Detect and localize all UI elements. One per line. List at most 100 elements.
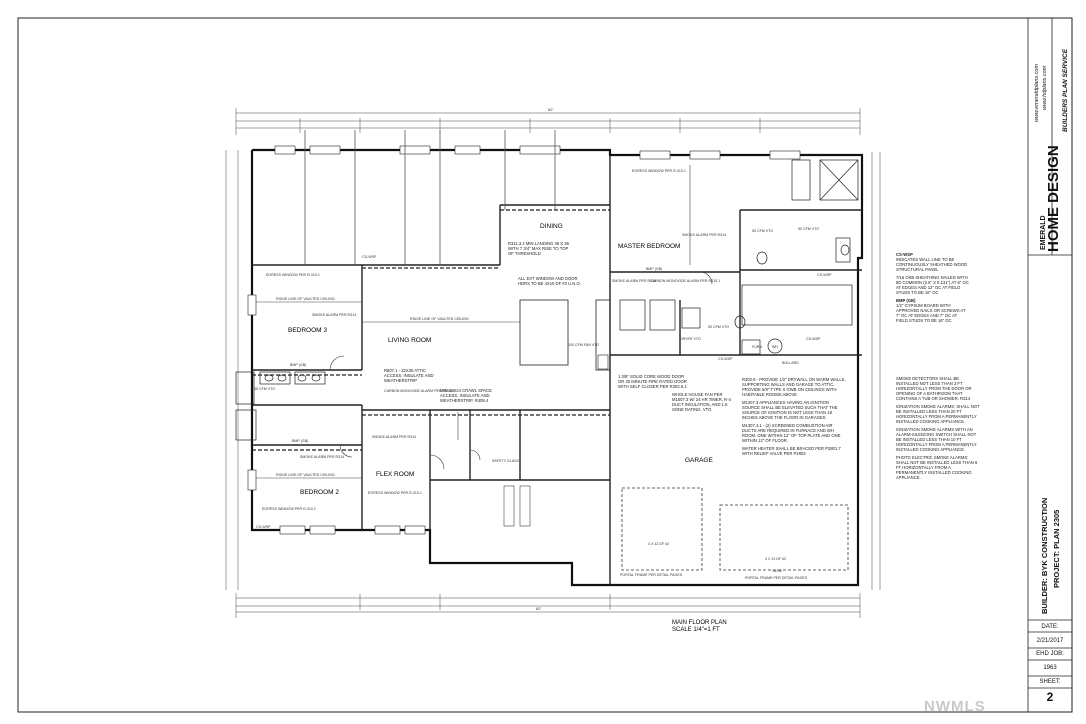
kitchen-counter xyxy=(595,299,611,371)
label-cs-wsp-4: CS-WSP xyxy=(718,357,733,361)
company-service: BUILDERS PLAN SERVICE xyxy=(1062,48,1069,132)
overall-dimension-top: 62' xyxy=(548,107,553,112)
note-whole-house-fan: WHOLE HOUSE FAN PER M1507.3 W/ 24 HR TIM… xyxy=(672,392,731,412)
note-door: 1 3/8" SOLID CORE WOOD DOOR OR 20 MINUTE… xyxy=(618,374,687,389)
label-bmp-gb-2: BMP (GB) xyxy=(290,363,306,367)
note-attic-access: R807.1 - 22X30 ATTIC ACCESS, INSULATE AN… xyxy=(384,368,434,383)
note-sheathing: 7/16 OSB SHEATHING NAILED WITH 8D COMMON… xyxy=(896,275,969,295)
note-combustion: M1307.4.1 - (2) SCREENED COMBUSTION AIR … xyxy=(742,423,841,443)
sheet-number: 2 xyxy=(1046,690,1054,704)
dimension-lines-bottom xyxy=(235,593,861,618)
label-portal-frame-left: PORTAL FRAME PER DETAIL PAGES xyxy=(620,573,683,577)
sheet-label: SHEET: xyxy=(1039,679,1061,685)
laundry-fixtures xyxy=(619,299,783,355)
label-ridge-br2: RIDGE LINE OF VAULTED CEILING xyxy=(276,473,335,477)
doors xyxy=(329,271,713,470)
company-line2: HOME DESIGN xyxy=(1045,145,1062,252)
label-portal-frame-right: PORTAL FRAME PER DETAIL PAGES xyxy=(745,576,808,580)
label-cfm-vto-master: 50 CFM VTO xyxy=(752,229,773,233)
note-ionization-silencing: IONIZATION SMOKE ALARMS WITH AN ALARM-SI… xyxy=(896,427,977,452)
note-cs-wsp-body: INDICATES WALL LINE TO BE CONTINUOUSLY S… xyxy=(896,257,968,272)
note-bmp-body: 1/2" GYPSUM BOARD WITH APPROVED NAILS OR… xyxy=(896,303,966,323)
note-photo-electric: PHOTO ELECTRIC SMOKE ALARMS: SHALL NOT B… xyxy=(896,455,978,480)
room-bedroom-2: BEDROOM 2 xyxy=(300,489,339,496)
label-smoke-alarm-laundry: SMOKE ALARM PER R314 xyxy=(612,279,656,283)
label-garage-door-width: 16'/08 xyxy=(772,569,782,573)
label-egress-window-br2: EGRESS WINDOW PER R-310.1 xyxy=(262,507,316,511)
date-value: 2/21/2017 xyxy=(1036,638,1064,644)
garage-doors xyxy=(621,487,849,571)
label-bmp-gb-1: BMP (GB) xyxy=(646,267,662,271)
room-garage: GARAGE xyxy=(685,457,713,464)
title-block-frame xyxy=(1027,17,1073,713)
overall-dimension-bottom: 62' xyxy=(536,606,541,611)
label-carbon-monoxide-living: CARBON MONOXIDE ALARM PER R315.1 xyxy=(384,389,454,393)
notes-smoke: SMOKE DETECTORS SHALL BE INSTALLED NOT L… xyxy=(896,376,980,480)
ceiling-framing xyxy=(304,130,556,265)
label-smoke-alarm-flex: SMOKE ALARM PER R314 xyxy=(372,435,416,439)
note-water-heater: WATER HEATER SHALL BE BRACED PER P2801.7… xyxy=(742,446,841,456)
label-cs-wsp-5: CS-WSP xyxy=(256,525,271,529)
label-safety-glass: SAFETY GLASS xyxy=(492,459,519,463)
bathroom-fixtures xyxy=(235,159,859,441)
note-window-door: ALL EXT WINDOW AND DOOR HDRS TO BE 4X10 … xyxy=(518,276,581,286)
label-egress-window-flex: EGRESS WINDOW PER R-310.1 xyxy=(368,491,422,495)
label-cs-wsp-3: CS-WSP xyxy=(806,337,821,341)
label-dryer-vto: DRYER VTO xyxy=(680,337,701,341)
nwmls-watermark: NWMLS xyxy=(924,698,986,715)
note-landing: R311.3.2 MIN LANDING 36 X 36 WITH 7 3/4"… xyxy=(508,241,569,256)
job-value: 1963 xyxy=(1043,665,1057,671)
note-crawl-access: MIN 18X24 CRAWL SPACE ACCESS, INSULATE A… xyxy=(440,388,492,403)
note-cs-wsp-title: CS-WSP xyxy=(896,252,913,257)
room-living-room: LIVING ROOM xyxy=(388,337,431,344)
room-bedroom-3: BEDROOM 3 xyxy=(288,327,327,334)
note-smoke-detectors: SMOKE DETECTORS SHALL BE INSTALLED NOT L… xyxy=(896,376,972,401)
label-smoke-alarm-br3: SMOKE ALARM PER R314 xyxy=(312,313,356,317)
notes-attic: R807.1 - 22X30 ATTIC ACCESS, INSULATE AN… xyxy=(384,368,438,383)
notes-crawl: MIN 18X24 CRAWL SPACE ACCESS, INSULATE A… xyxy=(440,388,502,403)
label-cs-wsp-1: CS-WSP xyxy=(362,255,377,259)
label-header-left: 4 X 12 DF #2 xyxy=(648,542,669,546)
label-bmp-gb-3: BMP (GB) xyxy=(292,439,308,443)
label-smoke-alarm-br2: SMOKE ALARM PER R314 xyxy=(300,455,344,459)
date-label: DATE: xyxy=(1041,624,1059,630)
label-bollard: BOLLARD xyxy=(782,361,799,365)
label-carbon-monoxide: CARBON MONOXIDE ALARM PER R315.1 xyxy=(650,279,720,283)
room-dining: DINING xyxy=(540,223,563,230)
builder-name: BUILDER: BYK CONSTRUCTION xyxy=(1040,497,1049,614)
label-smoke-alarm-master: SMOKE ALARM PER R314 xyxy=(682,233,726,237)
label-egress-window-br3: EGRESS WINDOW PER R-310.1 xyxy=(266,273,320,277)
job-label: EHD JOB: xyxy=(1036,651,1064,657)
dimension-lines-top xyxy=(235,108,861,135)
closet-shelving xyxy=(457,412,531,527)
label-cs-wsp-2: CS-WSP xyxy=(817,273,832,277)
notes-door: 1 3/8" SOLID CORE WOOD DOOR OR 20 MINUTE… xyxy=(618,374,690,389)
dimension-lines-sides xyxy=(225,150,881,590)
label-ridge-living: RIDGE LINE OF VAULTED CEILING xyxy=(410,317,469,321)
room-flex-room: FLEX ROOM xyxy=(376,471,414,478)
notes-window-door: ALL EXT WINDOW AND DOOR HDRS TO BE 4X10 … xyxy=(518,276,590,286)
drawing-scale: SCALE 1/4"=1 FT xyxy=(672,627,720,633)
label-cfm-vto-laundry: 50 CFM VTO xyxy=(708,325,729,329)
drawing-title: MAIN FLOOR PLAN xyxy=(672,620,727,626)
company-website-2: www.hdplans.com xyxy=(1042,65,1048,110)
notes-garage: R302.6 - PROVIDE 1/2" DRYWALL ON WARM WA… xyxy=(742,377,846,456)
room-master-bedroom: MASTER BEDROOM xyxy=(618,243,680,250)
windows xyxy=(247,145,801,535)
note-bmp-title: BMP (GB) xyxy=(896,298,916,303)
notes-sheathing: CS-WSP INDICATES WALL LINE TO BE CONTINU… xyxy=(896,252,970,323)
label-cfm-vto-bath2: 50 CFM VTO xyxy=(254,387,275,391)
note-drywall: R302.6 - PROVIDE 1/2" DRYWALL ON WARM WA… xyxy=(742,377,846,397)
label-egress-window-master: EGRESS WINDOW PER R-310.1 xyxy=(632,169,686,173)
label-wh: WH xyxy=(772,345,778,349)
label-header-right: 4 X 12 DF #2 xyxy=(765,557,786,561)
project-name: PROJECT: PLAN 2305 xyxy=(1052,509,1061,588)
label-fan-vto: 100 CFM FAN VTO xyxy=(568,343,599,347)
ridge-lines xyxy=(256,165,691,479)
notes-landing: R311.3.2 MIN LANDING 36 X 36 WITH 7 3/4"… xyxy=(508,241,574,256)
company-website-1: www.emeraldplans.com xyxy=(1034,63,1040,122)
notes-fan: WHOLE HOUSE FAN PER M1507.3 W/ 24 HR TIM… xyxy=(672,392,738,412)
exterior-walls xyxy=(250,148,864,587)
interior-walls xyxy=(252,155,862,585)
